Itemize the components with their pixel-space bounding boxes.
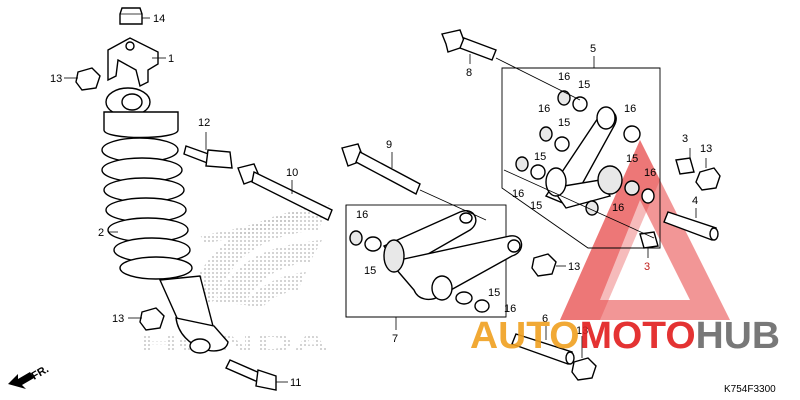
callout-8: 8 [466,67,472,79]
diagram-code: K754F3300 [724,384,776,395]
collar-3-upper [675,157,695,175]
callout-13-bottom: 13 [576,325,588,337]
nut-13-right [695,167,721,191]
bolt-6 [511,333,575,365]
shock-absorber [75,7,277,391]
callout-13-lower-left: 13 [112,313,124,325]
callout-9: 9 [386,139,392,151]
callout-11: 11 [290,377,301,389]
front-direction-marker: FR. [8,363,51,389]
callout-15-e: 15 [534,151,546,163]
callout-12: 12 [198,117,210,129]
callout-4: 4 [692,195,698,207]
watermark-brand: AUTOMOTOHUB [470,315,780,357]
callout-14: 14 [153,13,165,25]
nut-13-bottom [571,357,597,381]
callout-16-f: 16 [612,202,624,214]
callout-16-d: 16 [644,167,656,179]
bolt-10 [237,163,333,221]
callout-15-g: 15 [488,287,500,299]
callout-10: 10 [286,167,298,179]
watermark-moto: MOTO [580,315,696,357]
collar-3-lower [639,231,659,249]
honda-wing-logo: HONDA [140,205,330,358]
callout-15-b: 15 [558,117,570,129]
callout-16-h: 16 [504,303,516,315]
callout-16-c: 16 [624,103,636,115]
callout-16-b: 16 [538,103,550,115]
callout-13-top: 13 [50,73,62,85]
bolt-12 [183,145,233,169]
collar-4 [663,211,719,241]
svg-text:AUTOMOTOHUB: AUTOMOTOHUB [470,315,780,357]
front-label: FR. [30,363,51,382]
link-7-assembly [345,204,523,318]
callout-labels: 14 1 13 2 12 10 8 9 5 16 15 16 15 16 15 … [50,13,712,389]
bolt-8 [441,29,497,61]
callout-13-center: 13 [568,261,580,273]
bolt-9 [341,143,421,195]
callout-16-g: 16 [356,209,368,221]
callout-7: 7 [392,333,398,345]
callout-15-f: 15 [364,265,376,277]
callout-15-c: 15 [626,153,638,165]
callout-1: 1 [168,53,174,65]
callout-16-a: 16 [558,71,570,83]
callout-13-right: 13 [700,143,712,155]
honda-wordmark: HONDA [140,328,330,358]
watermark-hub: HUB [696,315,780,357]
callout-15-d: 15 [530,200,542,212]
callout-15-a: 15 [578,79,590,91]
coil-spring [101,137,193,280]
nut-13-center [531,253,557,277]
callout-6: 6 [542,313,548,325]
watermark-auto: AUTO [470,315,580,357]
leader-lines [64,17,707,383]
callout-16-e: 16 [512,188,524,200]
callout-3-lower: 3 [644,261,650,273]
callout-5: 5 [590,43,596,55]
callout-2: 2 [98,227,104,239]
arm-5-assembly [501,67,661,249]
callout-3-upper: 3 [682,133,688,145]
